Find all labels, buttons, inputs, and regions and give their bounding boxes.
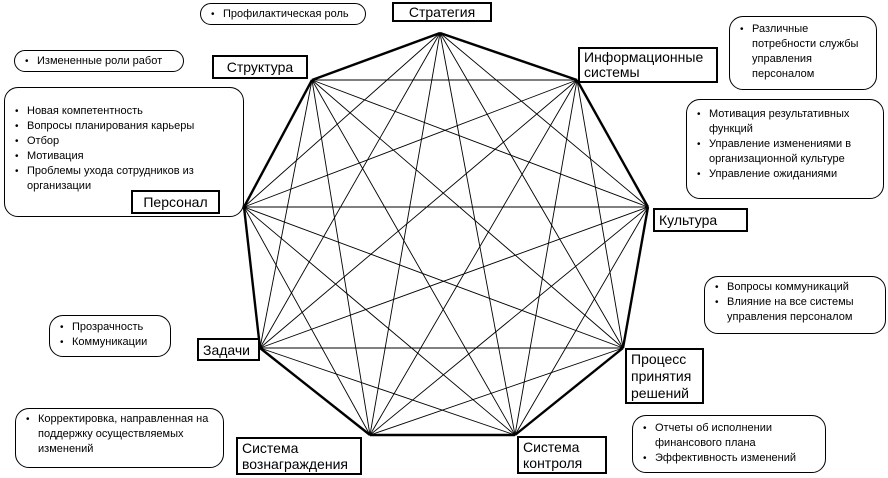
nonagon-edge xyxy=(439,31,578,82)
note-bullet-text: Новая компетентность xyxy=(27,105,143,117)
diagonal-connector xyxy=(243,79,578,208)
diagonal-connector xyxy=(439,32,516,436)
note-bullet-text: Измененные роли работ xyxy=(37,55,163,67)
note-bullet-item: Вопросы планирования карьеры xyxy=(11,119,235,134)
note-structure: Измененные роли работ xyxy=(14,50,184,72)
note-bullet-item: Мотивация результативных функций xyxy=(693,107,875,137)
note-bullet-item: Измененные роли работ xyxy=(21,54,175,69)
note-bullet-item: Управление ожиданиями xyxy=(693,167,875,182)
diagonal-connector xyxy=(259,79,313,349)
note-bullet-text: Различные потребности службы управления … xyxy=(752,23,859,80)
note-bullet-item: Различные потребности службы управления … xyxy=(736,22,868,82)
diagonal-connector xyxy=(243,206,624,349)
note-strategy: Профилактическая роль xyxy=(200,3,366,25)
diagonal-connector xyxy=(311,79,649,208)
diagonal-connector xyxy=(311,79,624,349)
note-bullet-item: Проблемы ухода сотрудников из организаци… xyxy=(11,164,235,194)
note-bullet-text: Вопросы планирования карьеры xyxy=(27,120,195,132)
diagonal-connector xyxy=(369,206,649,436)
diagonal-connector xyxy=(311,79,516,436)
note-bullet-item: Отчеты об исполнении финансового плана xyxy=(639,421,817,451)
node-decision-process: Процесс принятия решений xyxy=(625,348,704,404)
note-bullet-text: Проблемы ухода сотрудников из организаци… xyxy=(27,165,194,192)
note-bullet-item: Профилактическая роль xyxy=(207,7,357,22)
node-reward-system: Система вознаграждения xyxy=(236,437,362,475)
node-personnel: Персонал xyxy=(131,190,220,214)
note-bullet-text: Корректировка, направленная на поддержку… xyxy=(38,413,209,455)
note-bullet-text: Мотивация xyxy=(27,150,84,162)
note-bullet-text: Управление ожиданиями xyxy=(709,168,838,180)
nonagon-edge xyxy=(259,347,371,436)
nonagon-edge xyxy=(242,206,262,349)
diagonal-connector xyxy=(369,79,578,436)
note-bullet-item: Отбор xyxy=(11,134,235,149)
note-bullet-item: Мотивация xyxy=(11,149,235,164)
node-strategy: Стратегия xyxy=(392,2,492,22)
diagonal-connector xyxy=(514,206,649,436)
note-bullet-text: Вопросы коммуникаций xyxy=(727,281,849,293)
diagonal-connector xyxy=(243,206,516,436)
diagonal-connector xyxy=(369,32,441,436)
diagonal-connector xyxy=(369,347,624,436)
diagonal-connector xyxy=(439,32,649,208)
diagonal-connector xyxy=(259,32,441,349)
diagonal-connector xyxy=(259,206,649,349)
node-info-systems: Информационные системы xyxy=(578,47,718,83)
note-tasks: ПрозрачностьКоммуникации xyxy=(49,315,171,357)
diagonal-connector xyxy=(576,79,624,349)
note-bullet-text: Профилактическая роль xyxy=(223,8,349,20)
nonagon-edge xyxy=(575,79,650,208)
diagonal-connector xyxy=(311,79,371,436)
note-bullet-item: Коммуникации xyxy=(56,335,162,350)
diagonal-connector xyxy=(243,32,441,208)
note-info-systems: Различные потребности службы управления … xyxy=(729,16,877,90)
note-bullet-item: Эффективность изменений xyxy=(639,451,817,466)
nonagon-edge xyxy=(242,79,314,208)
note-bullet-text: Влияние на все системы управления персон… xyxy=(727,296,854,323)
note-bullet-item: Новая компетентность xyxy=(11,104,235,119)
note-bullet-item: Влияние на все системы управления персон… xyxy=(711,295,877,325)
note-control-system: Отчеты об исполнении финансового планаЭф… xyxy=(632,415,826,473)
note-bullet-text: Эффективность изменений xyxy=(655,452,797,464)
diagonal-connector xyxy=(243,206,371,436)
note-bullet-text: Отчеты об исполнении финансового плана xyxy=(655,422,773,449)
note-bullet-item: Прозрачность xyxy=(56,320,162,335)
note-bullet-text: Отбор xyxy=(27,135,60,147)
note-reward-system: Корректировка, направленная на поддержку… xyxy=(15,408,224,468)
node-control-system: Система контроля xyxy=(517,436,607,474)
note-bullet-item: Вопросы коммуникаций xyxy=(711,280,877,295)
nonagon-edge xyxy=(311,31,441,82)
note-culture: Мотивация результативных функцийУправлен… xyxy=(686,99,884,199)
note-bullet-item: Корректировка, направленная на поддержку… xyxy=(22,412,215,457)
nonagon-edge xyxy=(621,206,650,349)
note-bullet-text: Коммуникации xyxy=(72,336,148,348)
note-bullet-item: Управление изменениями в организационной… xyxy=(693,137,875,167)
diagonal-connector xyxy=(259,79,578,349)
note-decision-process: Вопросы коммуникацийВлияние на все систе… xyxy=(704,276,886,334)
diagonal-connector xyxy=(439,32,624,349)
diagonal-connector xyxy=(259,347,516,436)
nonagon-edge xyxy=(514,347,624,436)
node-culture: Культура xyxy=(653,208,748,232)
node-structure: Структура xyxy=(212,55,308,79)
note-bullet-text: Мотивация результативных функций xyxy=(709,108,850,135)
note-bullet-text: Прозрачность xyxy=(72,321,144,333)
node-tasks: Задачи xyxy=(197,338,260,361)
note-bullet-text: Управление изменениями в организационной… xyxy=(709,138,852,165)
diagonal-connector xyxy=(514,79,578,436)
